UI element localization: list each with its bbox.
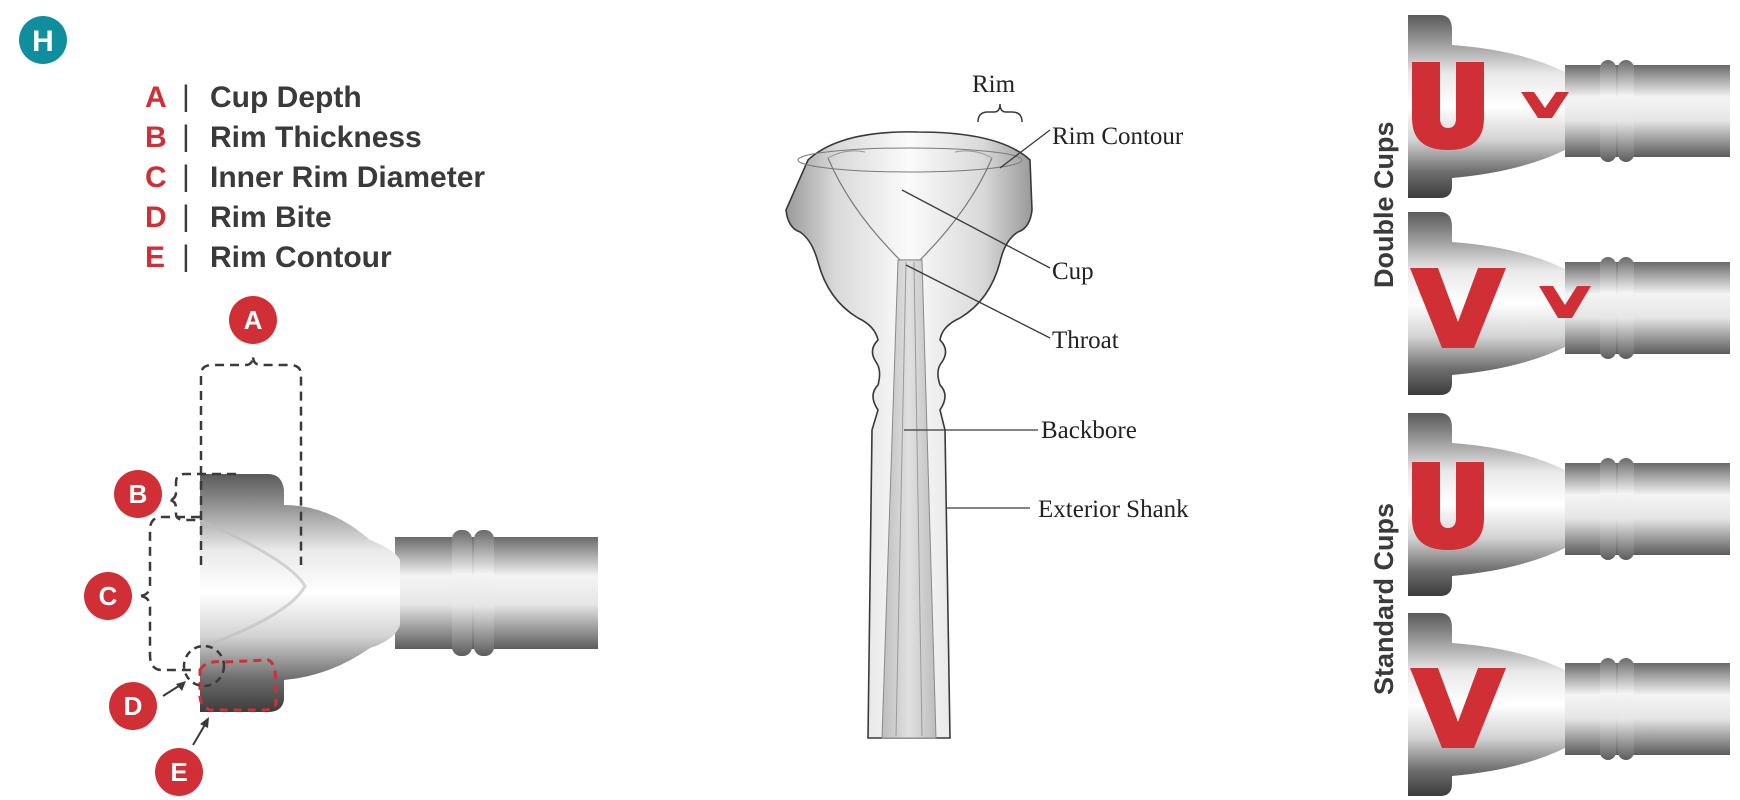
cup-row-standard-u xyxy=(1408,413,1730,596)
legend-label: Rim Thickness xyxy=(210,121,422,154)
side-view-mouthpiece: A B C D E xyxy=(84,296,598,796)
legend: A | Cup Depth B | Rim Thickness C | Inne… xyxy=(145,80,485,274)
label-backbore: Backbore xyxy=(1041,417,1137,444)
legend-separator: | xyxy=(182,120,190,153)
legend-label: Cup Depth xyxy=(210,81,362,114)
callout-letter: A xyxy=(244,305,263,335)
legend-separator: | xyxy=(182,160,190,193)
inner-rim-diameter-bracket xyxy=(137,515,200,672)
leader-cup xyxy=(901,189,1051,269)
legend-letter: B xyxy=(145,121,167,154)
label-cup: Cup xyxy=(1052,258,1094,285)
legend-letter: D xyxy=(145,201,167,234)
callout-letter: B xyxy=(129,479,148,509)
u-shape-icon xyxy=(1412,62,1484,150)
mouthpiece-ring xyxy=(452,530,472,656)
legend-separator: | xyxy=(182,80,190,113)
cup-depth-bracket xyxy=(199,355,303,565)
legend-letter: A xyxy=(145,81,167,114)
callout-badge-b xyxy=(114,470,162,518)
rim-bite-circle xyxy=(182,644,226,688)
legend-letter: E xyxy=(145,241,165,274)
brand-logo: H xyxy=(19,16,67,64)
leader-rim-contour xyxy=(999,129,1051,169)
mouthpiece-ring xyxy=(474,530,494,656)
backbore-channel xyxy=(881,259,937,739)
cup-row-double-u xyxy=(1408,15,1730,198)
v-shape-icon xyxy=(1410,268,1506,348)
v-shape-small-icon xyxy=(1521,92,1569,118)
label-rim-contour: Rim Contour xyxy=(1052,123,1184,150)
rim-brace xyxy=(977,103,1023,123)
legend-letter: C xyxy=(145,161,167,194)
callout-letter: D xyxy=(124,691,143,721)
callout-badge-a xyxy=(229,296,277,344)
u-shape-icon xyxy=(1412,462,1484,550)
v-shape-icon xyxy=(1410,668,1506,748)
logo-letter: H xyxy=(32,25,54,58)
rim-contour-outline xyxy=(198,658,278,712)
rim-contour-arrow xyxy=(192,722,207,746)
callout-letter: C xyxy=(99,581,118,611)
label-throat: Throat xyxy=(1052,327,1119,354)
label-rim: Rim xyxy=(972,71,1016,98)
legend-separator: | xyxy=(182,240,190,273)
logo-badge xyxy=(19,16,67,64)
callout-badge-c xyxy=(84,572,132,620)
mouthpiece-shank xyxy=(395,537,598,649)
group-title-standard-cups: Standard Cups xyxy=(1369,503,1399,695)
v-shape-small-icon xyxy=(1539,286,1591,318)
legend-label: Inner Rim Diameter xyxy=(210,161,485,194)
label-exterior-shank: Exterior Shank xyxy=(1038,496,1189,523)
group-title-double-cups: Double Cups xyxy=(1369,122,1399,289)
callout-badge-e xyxy=(155,748,203,796)
leader-throat xyxy=(905,264,1051,339)
callout-letter: E xyxy=(170,757,187,787)
cup-row-double-v xyxy=(1408,212,1730,395)
legend-label: Rim Bite xyxy=(210,201,332,234)
cross-section-diagram: Rim Rim Contour Cup Throat Backbore Exte… xyxy=(785,71,1189,739)
cup-types-panel: Double Cups Standard Cups xyxy=(1369,15,1730,796)
cup-row-standard-v xyxy=(1408,613,1730,796)
legend-separator: | xyxy=(182,200,190,233)
legend-label: Rim Contour xyxy=(210,241,392,274)
callout-badge-d xyxy=(109,682,157,730)
